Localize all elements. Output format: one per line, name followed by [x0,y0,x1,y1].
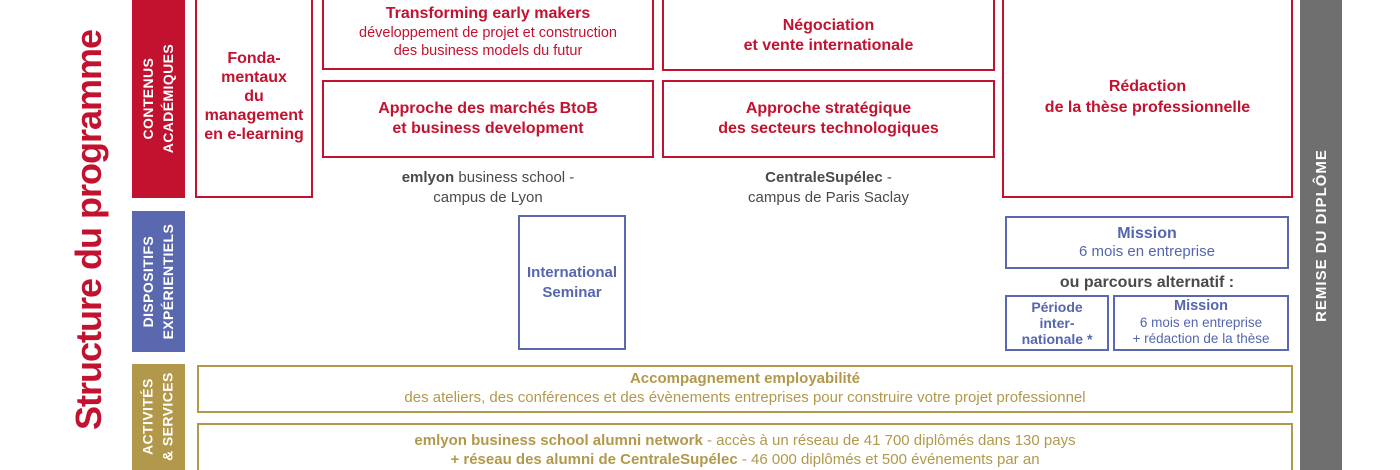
campus-caption-line2: campus de Lyon [433,188,543,206]
box-mission-entreprise: Mission 6 mois en entreprise [1005,216,1289,269]
campus-caption-emlyon: emlyon business school - campus de Lyon [322,168,654,207]
campus-caption-line2: campus de Paris Saclay [748,188,909,206]
box-international-seminar: International Seminar [518,215,626,350]
box-accompagnement-employabilite: Accompagnement employabilité des atelier… [197,365,1293,413]
campus-caption-line1: CentraleSupélec - [662,168,995,188]
course-box-marches-btob: Approche des marchés BtoB et business de… [322,80,654,158]
course-box-negociation: Négociation et vente internationale [662,0,995,71]
course-subtitle: développement de projet et construction … [359,24,617,59]
course-box-redaction-these: Rédaction de la thèse professionnelle [1002,0,1293,198]
band-dispositifs-experientiels: DISPOSITIFS EXPÉRIENTIELS [132,211,185,352]
box-alumni-network: emlyon business school alumni network - … [197,423,1293,470]
campus-caption-centralesupelec: CentraleSupélec - campus de Paris Saclay [662,168,995,207]
alternative-path-label: ou parcours alternatif : [1059,274,1235,291]
band-remise-du-diplome-label: REMISE DU DIPLÔME [1312,148,1330,322]
mission-alt-title: Mission [1174,298,1228,315]
course-title: Transforming early makers [385,4,591,22]
course-box-transforming-early-makers: Transforming early makers développement … [322,0,654,70]
campus-name-rest: - [882,169,892,186]
band-activites-services-label: ACTIVITÉS & SERVICES [139,372,176,462]
course-box-fondamentaux-management: Fonda- mentaux du management en e-learni… [195,0,313,198]
employability-title: Accompagnement employabilité [629,370,861,388]
alumni-line1-bold: emlyon business school alumni network [414,432,703,449]
campus-name-rest: business school - [454,169,575,186]
mission-title: Mission [1117,224,1177,242]
band-contenus-academiques: CONTENUS ACADÉMIQUES [132,0,185,198]
mission-alt-subtitle: 6 mois en entreprise + rédaction de la t… [1132,315,1270,347]
alumni-line2-rest: - 46 000 diplômés et 500 événements par … [737,450,1040,468]
course-box-approche-strategique: Approche stratégique des secteurs techno… [662,80,995,158]
campus-name-bold: emlyon [401,169,455,186]
employability-subtitle: des ateliers, des conférences et des évè… [404,389,1086,406]
band-dispositifs-experientiels-label: DISPOSITIFS EXPÉRIENTIELS [139,223,176,340]
band-contenus-academiques-label: CONTENUS ACADÉMIQUES [139,44,176,154]
campus-caption-line1: emlyon business school - [322,168,654,188]
box-periode-internationale: Période inter- nationale * [1005,295,1109,351]
band-activites-services: ACTIVITÉS & SERVICES [132,364,185,470]
campus-name-bold: CentraleSupélec [765,169,883,186]
alumni-line2-bold: + réseau des alumni de CentraleSupélec [450,450,738,468]
page-title: Structure du programme [68,29,109,431]
box-mission-alternative: Mission 6 mois en entreprise + rédaction… [1113,295,1289,351]
mission-subtitle: 6 mois en entreprise [1079,243,1215,261]
alumni-line2: + réseau des alumni de CentraleSupélec -… [450,451,1039,470]
alumni-line1-rest: - accès à un réseau de 41 700 diplômés d… [702,432,1076,449]
alumni-line1: emlyon business school alumni network - … [414,432,1075,451]
band-remise-du-diplome: REMISE DU DIPLÔME [1300,0,1342,470]
